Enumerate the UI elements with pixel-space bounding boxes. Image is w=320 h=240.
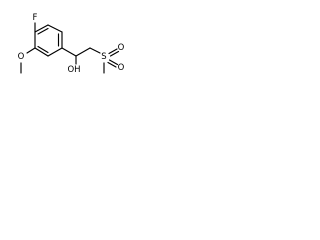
fluorine-label: F xyxy=(33,13,38,23)
hydroxyl-label: OH xyxy=(67,65,80,75)
ring-bond xyxy=(47,24,63,33)
ring-double-bond xyxy=(37,45,49,54)
atom-labels: F O OH S O O xyxy=(18,13,125,75)
ring-bond xyxy=(47,47,63,57)
ring-double-bond xyxy=(37,27,49,35)
sulfonyl-double-bond xyxy=(108,48,118,55)
bonds xyxy=(20,22,120,74)
chain-bond xyxy=(61,47,77,57)
sulfonyl-double-bond xyxy=(108,59,119,66)
sulfur-bond xyxy=(89,47,101,54)
structure-canvas: F O OH S O O xyxy=(0,0,152,152)
ring-bond xyxy=(34,47,49,57)
sulfonyl-oxygen-label: O xyxy=(118,43,125,53)
chain-bond xyxy=(75,47,91,57)
sulfonyl-double-bond xyxy=(109,50,120,57)
methoxy-oxygen-label: O xyxy=(18,52,25,62)
sulfonyl-double-bond xyxy=(107,61,117,68)
sulfur-label: S xyxy=(101,52,106,62)
sulfonyl-oxygen-label: O xyxy=(118,63,125,73)
molecule-drawing: F O OH S O O xyxy=(18,13,125,75)
ring-bond xyxy=(34,24,49,33)
methoxy-bond xyxy=(26,47,36,54)
